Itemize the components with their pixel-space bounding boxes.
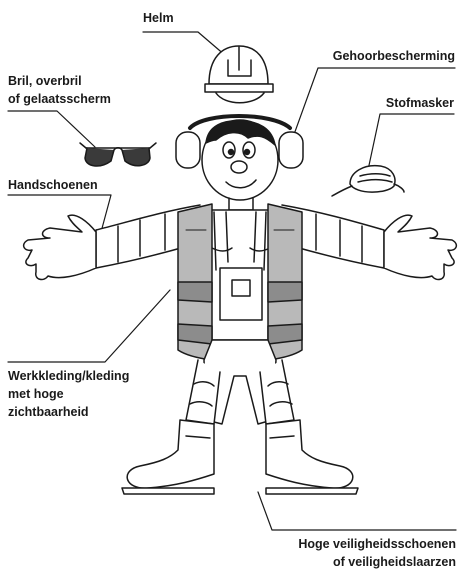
label-workwear-line2: met hoge xyxy=(8,386,64,403)
label-boots-line2: of veiligheidslaarzen xyxy=(333,554,456,571)
left-arm xyxy=(24,205,200,279)
dust-mask-icon xyxy=(332,166,404,196)
helmet-icon xyxy=(205,46,273,103)
leader-schoen xyxy=(258,492,456,530)
label-dust-mask: Stofmasker xyxy=(386,95,454,112)
label-workwear-line1: Werkkleding/kleding xyxy=(8,368,129,385)
leader-stof xyxy=(368,114,454,170)
leader-werk xyxy=(8,290,170,362)
label-glasses-line1: Bril, overbril xyxy=(8,73,82,90)
label-workwear-line3: zichtbaarheid xyxy=(8,404,89,421)
label-hearing-protection: Gehoorbescherming xyxy=(333,48,455,65)
label-helmet: Helm xyxy=(143,10,174,27)
label-glasses-line2: of gelaatsscherm xyxy=(8,91,111,108)
leader-hand xyxy=(8,195,111,232)
safety-boots-icon xyxy=(122,420,358,494)
safety-glasses-icon xyxy=(80,143,156,166)
worker-head xyxy=(202,120,278,210)
right-arm xyxy=(282,205,456,279)
label-gloves: Handschoenen xyxy=(8,177,98,194)
leader-bril xyxy=(8,111,95,147)
label-boots-line1: Hoge veiligheidsschoenen xyxy=(298,536,456,553)
